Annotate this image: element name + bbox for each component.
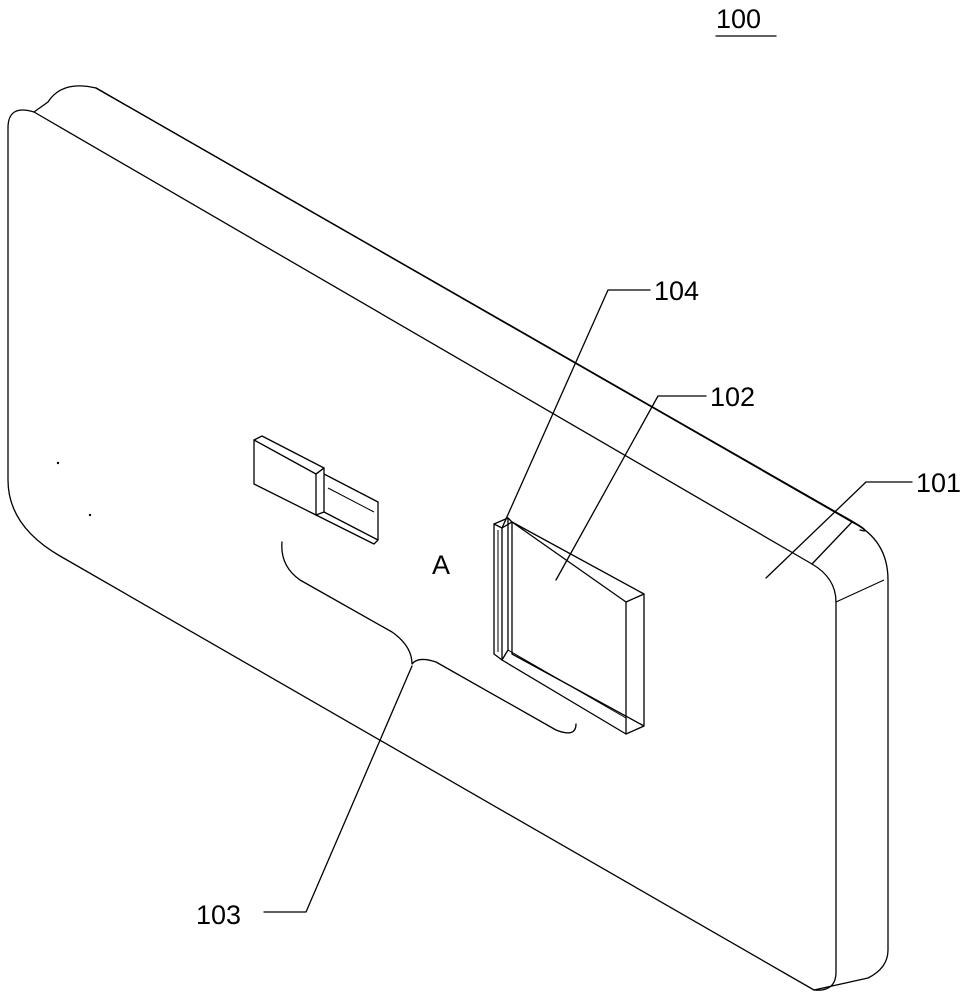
plate-right-face [812, 522, 888, 990]
window-component [494, 518, 644, 734]
leader-lines [264, 290, 912, 912]
region-bracket [282, 542, 576, 733]
callout-104: 104 [654, 276, 699, 306]
plate-front-face [8, 110, 836, 990]
callout-103: 103 [196, 900, 241, 930]
connector-part [254, 436, 378, 544]
callout-102: 102 [710, 382, 755, 412]
speck [89, 514, 91, 516]
plate-side-edge [836, 580, 884, 602]
leader-101 [766, 482, 912, 578]
callout-101: 101 [916, 468, 961, 498]
leader-104 [502, 290, 650, 528]
assembly-label: 100 [716, 4, 761, 34]
plate-top-rear-edge [96, 88, 852, 522]
speck [57, 462, 59, 464]
plate-body [8, 86, 888, 990]
section-mark: A [432, 550, 450, 580]
window-plate [512, 522, 644, 726]
leader-102 [556, 396, 706, 580]
plate-top-edge [34, 86, 865, 531]
leader-103 [264, 666, 412, 912]
